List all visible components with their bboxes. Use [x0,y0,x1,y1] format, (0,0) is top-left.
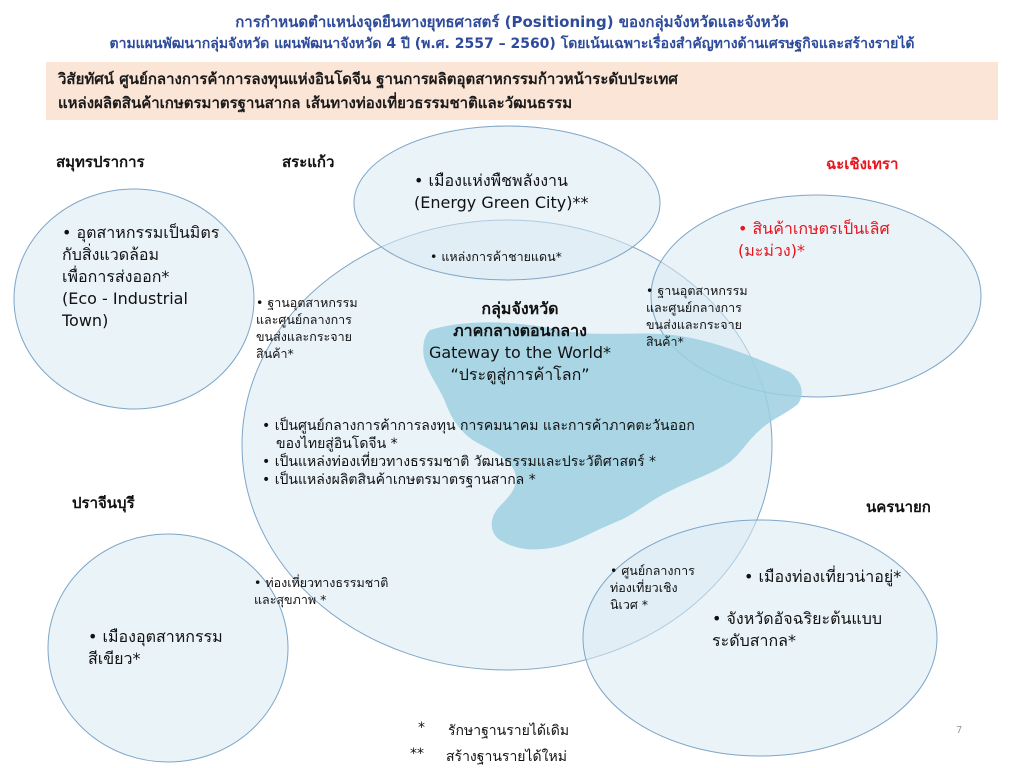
footnote-single-star-mark: * [418,720,425,736]
text-line: • ท่องเที่ยวทางธรรมชาติ [254,575,389,590]
text-line: • ศูนย์กลางการ [610,563,695,578]
text-line: และศูนย์กลางการ [646,300,742,315]
text-line: (Energy Green City)** [414,193,589,212]
group-center-title: กลุ่มจังหวัด ภาคกลางตอนกลาง Gateway to t… [400,298,640,386]
group-bullet: • เป็นศูนย์กลางการค้าการลงทุน การคมนาคม … [262,418,695,434]
footnote-double-star-mark: ** [410,746,424,762]
samut-prakan-circle [13,188,255,410]
text-line: • ฐานอุตสาหกรรม [646,283,748,298]
group-positioning-en: Gateway to the World* [428,343,612,362]
chachoengsao-positioning: • สินค้าเกษตรเป็นเลิศ (มะม่วง)* [738,218,938,262]
page-number: 7 [956,725,963,736]
nakhon-nayok-positioning-2: • จังหวัดอัจฉริยะต้นแบบ ระดับสากล* [712,608,932,652]
chachoengsao-circle [650,194,982,398]
prachinburi-circle [47,533,289,763]
text-line: และสุขภาพ * [254,592,327,607]
text-line: และศูนย์กลางการ [256,312,352,327]
sa-kaeo-overlap: • แหล่งการค้าชายแดน* [430,249,562,264]
slide-title-line2: ตามแผนพัฒนากลุ่มจังหวัด แผนพัฒนาจังหวัด … [109,36,915,52]
province-label-nakhon-nayok: นครนายก [866,498,931,516]
slide-title-line1: การกำหนดตำแหน่งจุดยืนทางยุทธศาสตร์ (Posi… [235,13,789,31]
text-line: นิเวศ * [610,597,648,612]
text-line: สินค้า* [646,334,684,349]
chachoengsao-overlap: • ฐานอุตสาหกรรม และศูนย์กลางการ ขนส่งและ… [646,282,786,350]
text-line: • สินค้าเกษตรเป็นเลิศ [738,219,890,238]
text-line: ขนส่งและกระจาย [646,317,742,332]
province-label-sa-kaeo: สระแก้ว [282,153,335,171]
group-positioning-th: “ประตูสู่การค้าโลก” [450,365,590,384]
text-line: สีเขียว* [88,649,141,668]
footnote-single-star-text: รักษาฐานรายได้เดิม [448,723,570,739]
prachinburi-overlap: • ท่องเที่ยวทางธรรมชาติ และสุขภาพ * [254,574,444,608]
text-line: สินค้า* [256,346,294,361]
group-positioning-bullets: • เป็นศูนย์กลางการค้าการลงทุน การคมนาคม … [262,417,782,489]
prachinburi-positioning: • เมืองอุตสาหกรรม สีเขียว* [88,626,268,670]
sa-kaeo-circle [353,125,661,281]
province-label-prachinburi: ปราจีนบุรี [72,494,135,512]
text-line: • เมืองอุตสาหกรรม [88,627,223,646]
vision-line2: แหล่งผลิตสินค้าเกษตรมาตรฐานสากล เส้นทางท… [58,94,573,112]
footnote-double-star-text: สร้างฐานรายได้ใหม่ [446,749,567,765]
text-line: กับสิ่งแวดล้อม [62,245,160,264]
text-line: (Eco - Industrial [62,289,188,308]
nakhon-nayok-overlap: • ศูนย์กลางการ ท่องเที่ยวเชิง นิเวศ * [610,562,730,613]
text-line: (มะม่วง)* [738,241,805,260]
text-line: เพื่อการส่งออก* [62,267,170,286]
text-line: ขนส่งและกระจาย [256,329,352,344]
samut-prakan-positioning: • อุตสาหกรรมเป็นมิตร กับสิ่งแวดล้อม เพื่… [62,222,262,332]
group-region: ภาคกลางตอนกลาง [453,321,587,340]
text-line: ระดับสากล* [712,631,796,650]
text-line: • เมืองแห่งพืชพลังงาน [414,171,568,190]
vision-box: วิสัยทัศน์ ศูนย์กลางการค้าการลงทุนแห่งอิ… [46,62,998,120]
province-group-map [423,322,802,550]
group-bullet: • เป็นแหล่งผลิตสินค้าเกษตรมาตรฐานสากล * [262,472,536,488]
group-name: กลุ่มจังหวัด [481,299,559,318]
province-label-chachoengsao: ฉะเชิงเทรา [826,155,899,173]
nakhon-nayok-circle [582,519,938,757]
text-line: • ฐานอุตสาหกรรม [256,295,358,310]
group-bullet-cont: ของไทยสู่อินโดจีน * [276,436,398,452]
vision-line1: วิสัยทัศน์ ศูนย์กลางการค้าการลงทุนแห่งอิ… [58,70,678,88]
text-line: Town) [62,311,109,330]
nakhon-nayok-positioning-1: • เมืองท่องเที่ยวน่าอยู่* [744,567,902,586]
group-bullet: • เป็นแหล่งท่องเที่ยวทางธรรมชาติ วัฒนธรร… [262,454,657,470]
text-line: ท่องเที่ยวเชิง [610,580,678,595]
province-label-samut-prakan: สมุทรปราการ [56,153,145,171]
samut-prakan-overlap: • ฐานอุตสาหกรรม และศูนย์กลางการ ขนส่งและ… [256,294,396,362]
sa-kaeo-positioning: • เมืองแห่งพืชพลังงาน (Energy Green City… [414,170,644,214]
text-line: • อุตสาหกรรมเป็นมิตร [62,223,220,242]
text-line: • จังหวัดอัจฉริยะต้นแบบ [712,609,883,628]
